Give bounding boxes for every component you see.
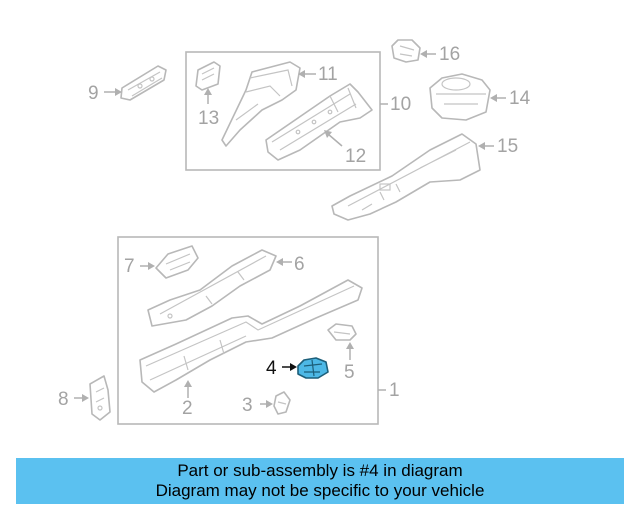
callout-15[interactable]: 15 <box>497 136 518 157</box>
part-16-bracket[interactable] <box>391 39 421 63</box>
part-5-bracket[interactable] <box>327 323 357 341</box>
callout-8[interactable]: 8 <box>58 389 69 410</box>
callout-12[interactable]: 12 <box>345 146 366 167</box>
callout-3[interactable]: 3 <box>242 395 253 416</box>
callout-9[interactable]: 9 <box>88 83 99 104</box>
part-2-main-rail[interactable] <box>139 279 363 393</box>
part-9-bracket[interactable] <box>120 65 167 101</box>
part-6-frame-rail[interactable] <box>147 249 277 327</box>
callout-6[interactable]: 6 <box>294 254 305 275</box>
callout-10[interactable]: 10 <box>390 94 411 115</box>
part-3-bracket[interactable] <box>273 391 291 415</box>
part-15-apron-rail[interactable] <box>331 133 481 221</box>
parts-diagram: 10 1 9 13 11 12 16 <box>58 39 531 425</box>
callout-14[interactable]: 14 <box>509 88 531 109</box>
banner-line-2: Diagram may not be specific to your vehi… <box>155 481 485 500</box>
banner-line-1: Part or sub-assembly is #4 in diagram <box>177 461 463 480</box>
info-banner: Part or sub-assembly is #4 in diagram Di… <box>16 458 624 504</box>
callout-4[interactable]: 4 <box>266 358 277 379</box>
callout-5[interactable]: 5 <box>344 362 355 383</box>
part-8-plate[interactable] <box>89 375 111 421</box>
part-7-bracket[interactable] <box>155 245 199 279</box>
lower-group-box <box>117 236 379 425</box>
callout-7[interactable]: 7 <box>124 256 135 277</box>
part-13-bracket[interactable] <box>195 61 221 91</box>
part-12-side-rail[interactable] <box>265 83 373 161</box>
callout-13[interactable]: 13 <box>198 108 219 129</box>
callout-2[interactable]: 2 <box>182 398 193 419</box>
part-4-reinforcement-highlighted[interactable] <box>297 357 329 379</box>
callout-11[interactable]: 11 <box>318 64 338 85</box>
callout-16[interactable]: 16 <box>439 44 460 65</box>
part-14-shock-tower[interactable] <box>429 73 491 121</box>
callout-1[interactable]: 1 <box>389 380 400 401</box>
part-11-rail-extension[interactable] <box>221 61 301 147</box>
upper-group-box <box>185 51 381 171</box>
